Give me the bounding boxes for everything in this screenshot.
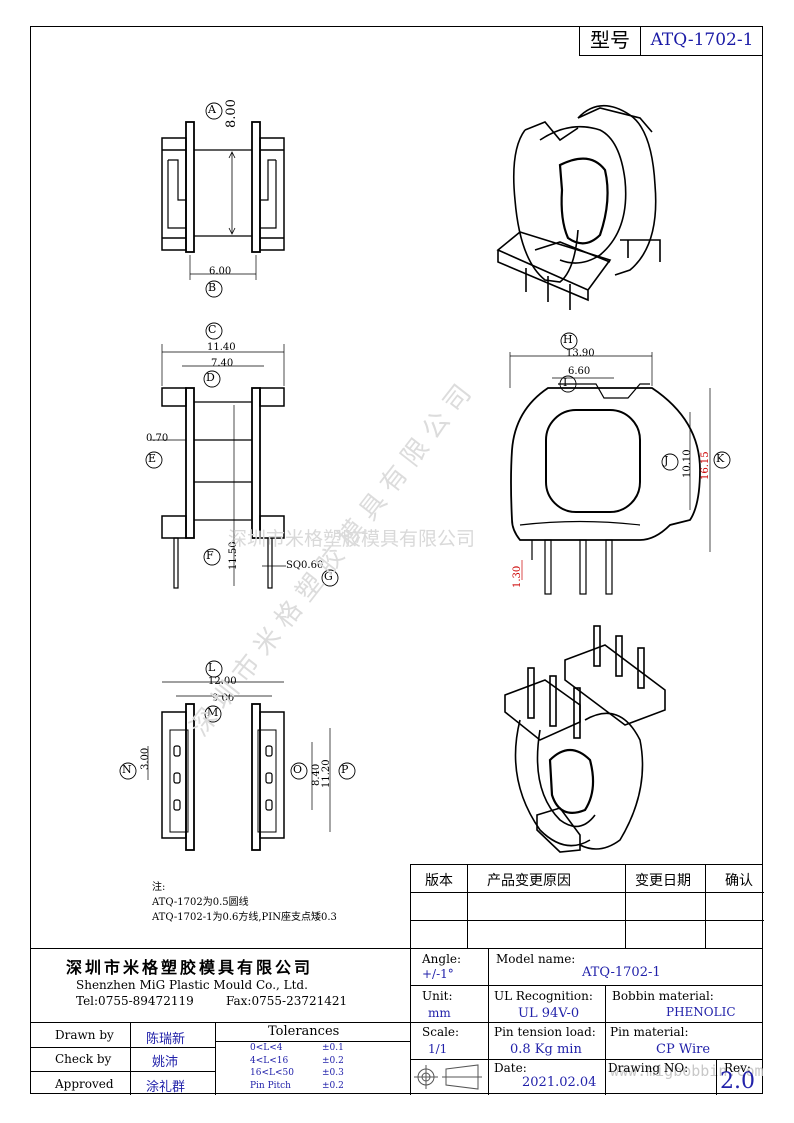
tol-range-1: 0<L<4 [250, 1043, 283, 1053]
unit-value: mm [428, 1006, 451, 1020]
top-view [161, 102, 285, 298]
model-name-label: Model name: [496, 952, 576, 966]
date-label: Date: [494, 1061, 527, 1075]
pin-tension-value: 0.8 Kg min [510, 1042, 582, 1057]
notes-title: 注: [152, 882, 166, 893]
dim-m-tag: M [207, 706, 219, 719]
dim-c-tag: C [208, 323, 217, 336]
front-view [509, 332, 731, 595]
angle-value: +/-1° [422, 967, 454, 981]
tol-val-3: ±0.3 [322, 1068, 344, 1078]
dim-h-value: 13.90 [566, 348, 595, 359]
title-block: 深圳市米格塑胶模具有限公司 Shenzhen MiG Plastic Mould… [30, 948, 763, 1095]
dim-m-value: 9.00 [212, 693, 235, 704]
pin-material-value: CP Wire [656, 1042, 711, 1057]
drawn-by-name: 陈瑞新 [146, 1032, 186, 1047]
ul-value: UL 94V-0 [518, 1006, 580, 1021]
pin-tension-label: Pin tension load: [494, 1025, 596, 1039]
watermark-url: www.migbobbin.com [610, 1062, 764, 1080]
bobbin-material-label: Bobbin material: [612, 989, 714, 1003]
drawing-no-label: Drawing NO: [608, 1061, 689, 1075]
rev-value: 2.0 [720, 1069, 755, 1094]
dim-f-tag: F [206, 549, 214, 562]
dim-o-tag: O [293, 763, 303, 776]
model-header-value: ATQ-1702-1 [650, 30, 754, 50]
approved-name: 涂礼群 [146, 1080, 186, 1095]
dim-j-value: 10.10 [682, 449, 693, 478]
dim-c-value: 11.40 [207, 342, 236, 353]
date-value: 2021.02.04 [522, 1075, 597, 1090]
pin-material-label: Pin material: [610, 1025, 689, 1039]
dim-g-value: SQ0.60 [286, 560, 324, 571]
unit-label: Unit: [422, 989, 453, 1003]
dim-n-tag: N [122, 763, 132, 776]
notes-line-2: ATQ-1702-1为0.6方线,PIN座支点矮0.3 [152, 912, 337, 923]
projection-symbol-icon [414, 1064, 482, 1090]
company-name-cn: 深圳市米格塑胶模具有限公司 [66, 958, 314, 977]
rev-label: Rev: [724, 1061, 751, 1075]
model-header-label: 型号 [580, 26, 641, 55]
dim-i-tag: I [563, 376, 568, 389]
dim-b-tag: B [208, 281, 217, 294]
dim-l-value: 12.00 [208, 676, 237, 687]
tol-range-4: Pin Pitch [250, 1081, 291, 1091]
iso-view-bottom [504, 625, 666, 853]
watermark-horizontal: 深圳市米格塑胶模具有限公司 [228, 528, 476, 550]
dim-n-value: 3.00 [140, 747, 151, 770]
approved-label: Approved [55, 1077, 114, 1091]
dim-k-tag: K [716, 452, 725, 465]
notes-line-1: ATQ-1702为0.5圆线 [152, 897, 249, 908]
model-header: 型号 ATQ-1702-1 [579, 26, 763, 56]
angle-label: Angle: [422, 952, 462, 966]
tolerances-title: Tolerances [268, 1024, 340, 1039]
side-view [145, 322, 339, 589]
rev-col-reason: 产品变更原因 [487, 873, 571, 889]
bottom-view [119, 660, 356, 851]
scale-value: 1/1 [428, 1042, 448, 1056]
iso-view-top [496, 104, 661, 310]
tol-range-2: 4<L<16 [250, 1056, 289, 1066]
check-by-name: 姚沛 [152, 1055, 179, 1070]
scale-label: Scale: [422, 1025, 460, 1039]
dim-p-value: 11.20 [321, 759, 332, 788]
rev-col-confirm: 确认 [725, 873, 753, 889]
bobbin-material-value: PHENOLIC [666, 1005, 736, 1019]
tol-val-4: ±0.2 [322, 1081, 344, 1091]
drawn-by-label: Drawn by [55, 1028, 114, 1042]
dim-pin-value: 1.30 [512, 565, 523, 588]
company-tel: Tel:0755-89472119 [76, 994, 194, 1008]
tol-range-3: 16<L<50 [250, 1068, 294, 1078]
dim-k-value: 16.15 [700, 451, 711, 480]
company-fax: Fax:0755-23721421 [226, 994, 348, 1008]
dim-i-value: 6.60 [568, 366, 591, 377]
dim-a-tag: A [208, 103, 216, 116]
dim-a-value: 8.00 [224, 99, 239, 128]
dim-g-tag: G [324, 570, 333, 583]
revision-table: 版本 产品变更原因 变更日期 确认 [410, 864, 764, 949]
dim-b-value: 6.00 [209, 266, 232, 277]
dim-e-value: 0.70 [146, 433, 169, 444]
drawing-frame [30, 26, 763, 1094]
model-name-value: ATQ-1702-1 [582, 965, 661, 980]
ul-label: UL Recognition: [494, 989, 593, 1003]
dim-e-tag: E [148, 452, 157, 465]
dim-j-tag: J [664, 454, 669, 467]
tol-val-2: ±0.2 [322, 1056, 344, 1066]
dim-h-tag: H [563, 333, 573, 346]
notes: 注: ATQ-1702为0.5圆线 ATQ-1702-1为0.6方线,PIN座支… [152, 880, 337, 925]
rev-col-version: 版本 [425, 873, 453, 889]
dim-d-value: 7.40 [211, 358, 234, 369]
check-by-label: Check by [55, 1052, 112, 1066]
dim-d-tag: D [206, 371, 215, 384]
dim-l-tag: L [208, 661, 216, 674]
tol-val-1: ±0.1 [322, 1043, 344, 1053]
rev-col-date: 变更日期 [635, 873, 691, 889]
company-name-en: Shenzhen MiG Plastic Mould Co., Ltd. [76, 978, 308, 992]
dim-p-tag: P [341, 763, 349, 776]
